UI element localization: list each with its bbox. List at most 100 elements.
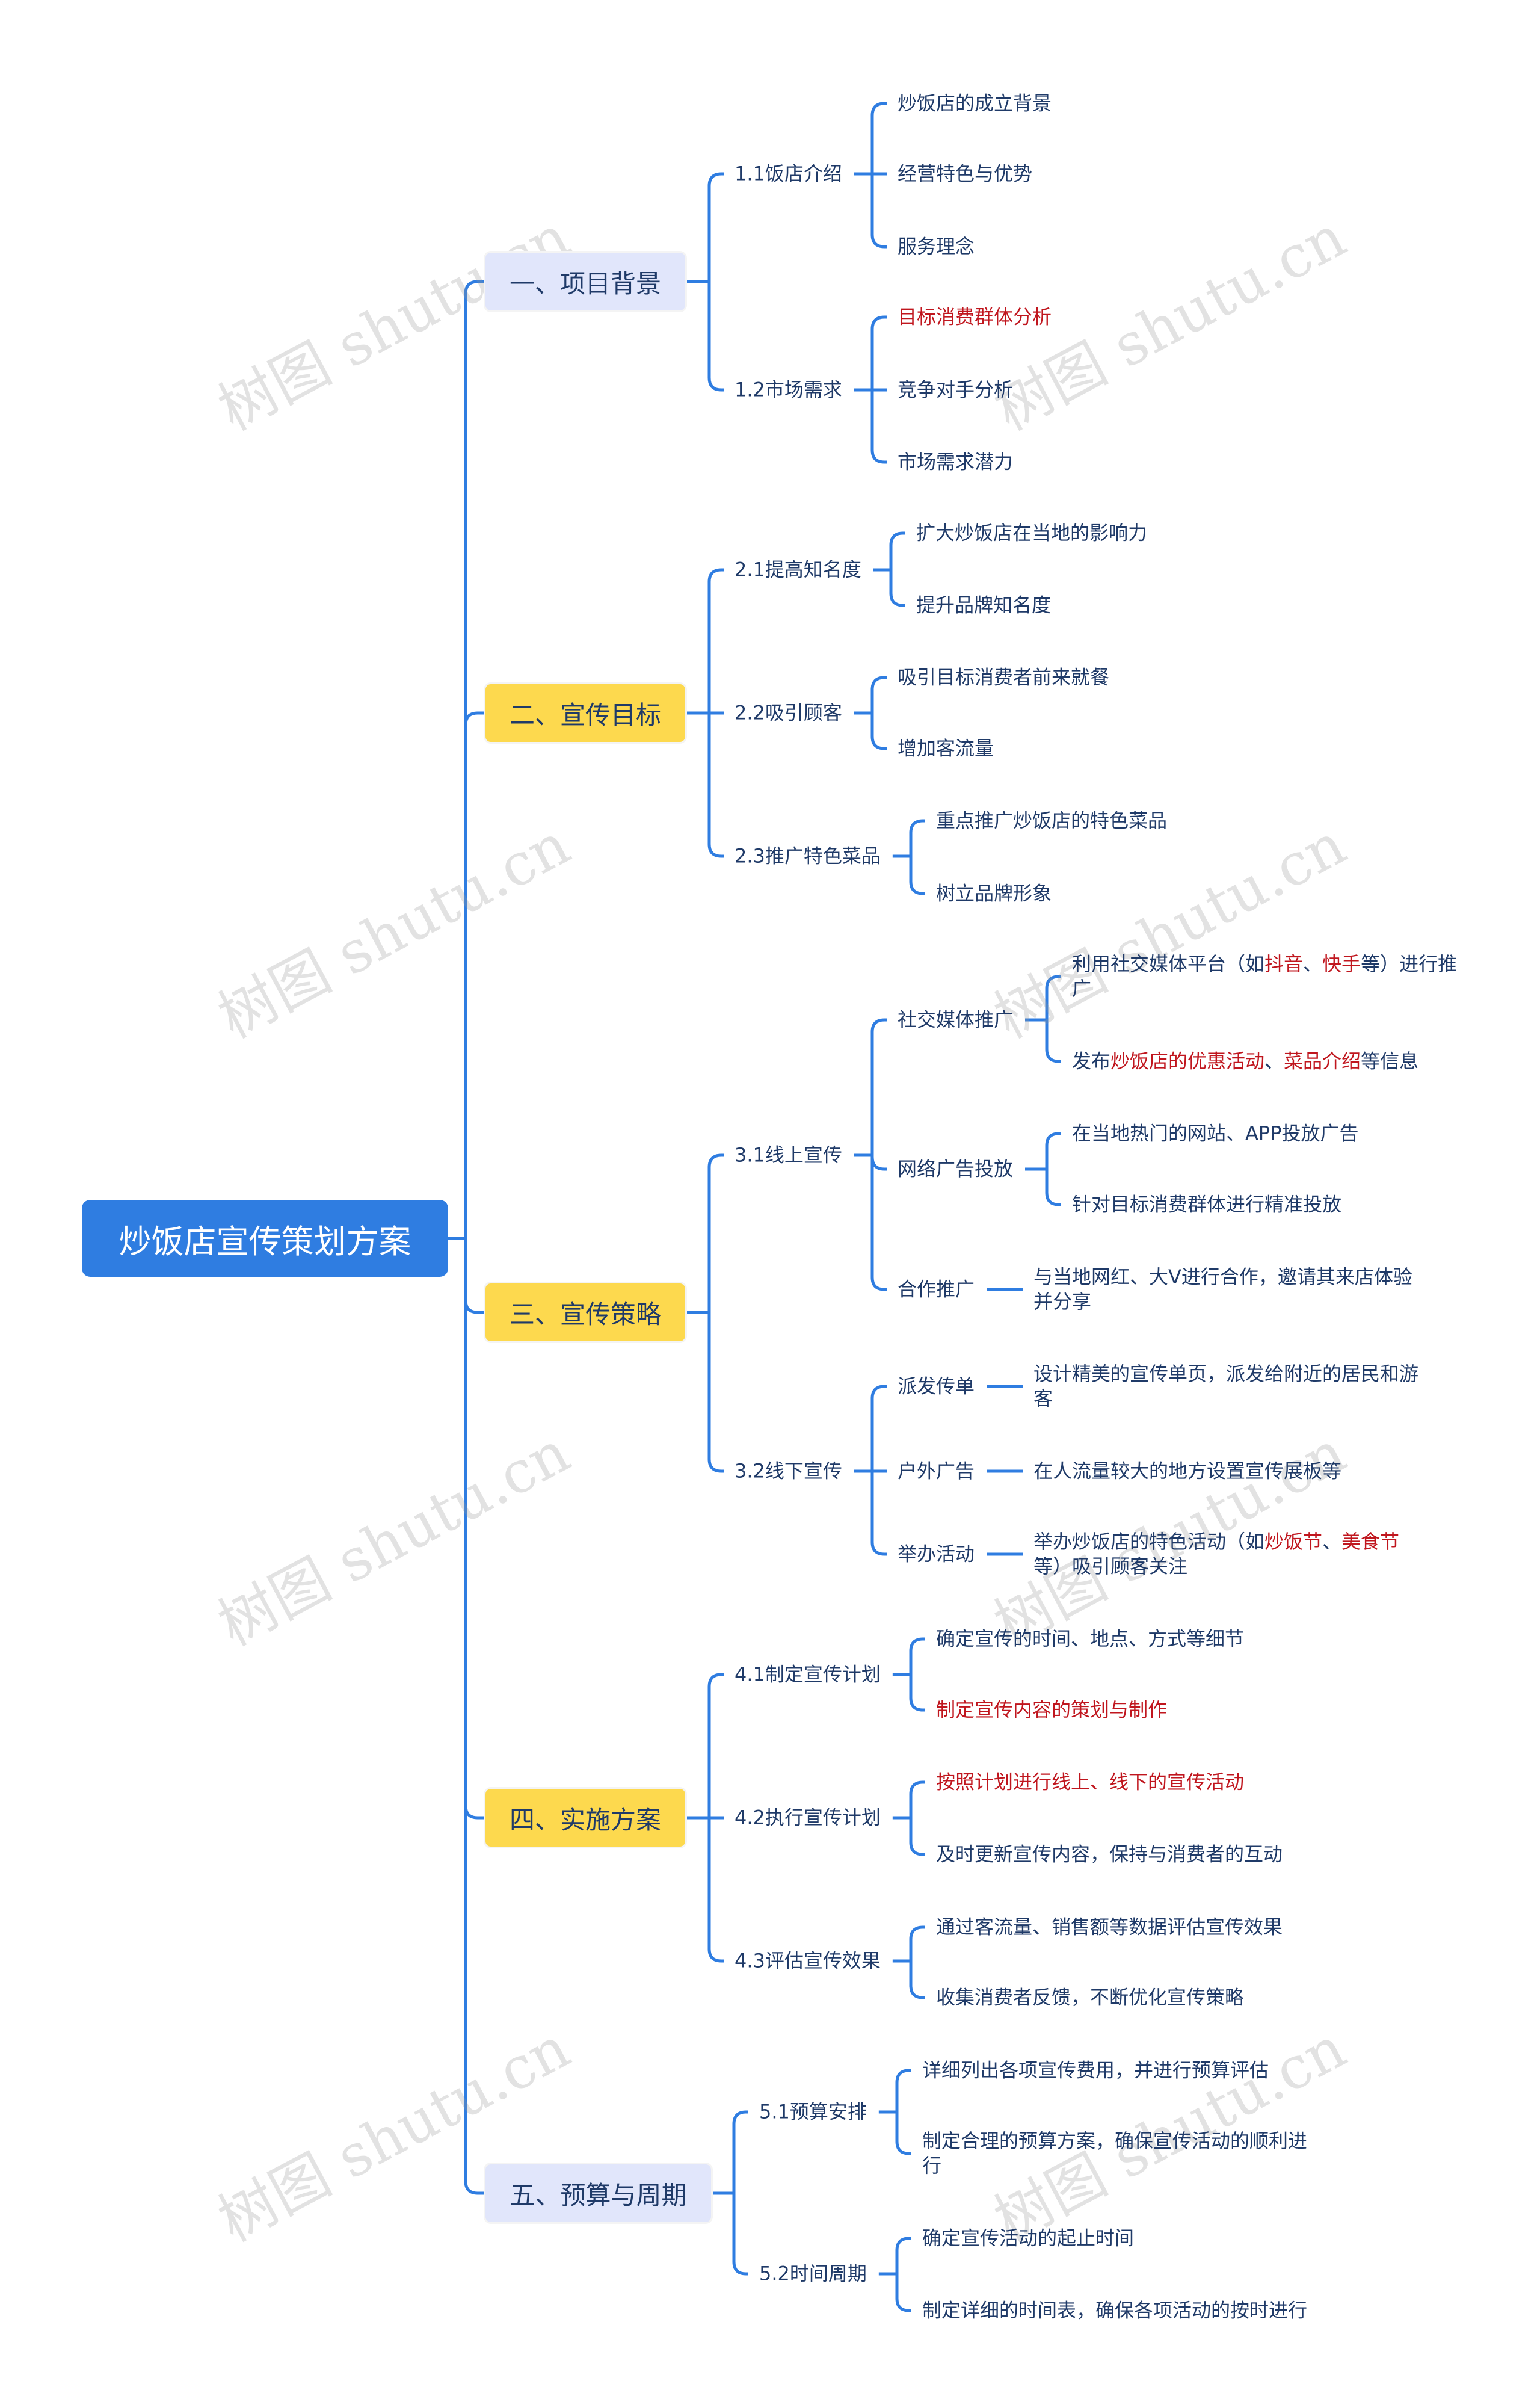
leaf-topic[interactable]: 确定宣传活动的起止时间 — [922, 2226, 1135, 2250]
connector-line — [1025, 1018, 1061, 1063]
connector-line — [448, 1237, 484, 2195]
subtopic-cooperation[interactable]: 合作推广 — [898, 1277, 975, 1301]
leaf-topic[interactable]: 在人流量较大的地方设置宣传展板等 — [1033, 1459, 1342, 1483]
watermark: 树图 shutu.cn — [208, 1418, 581, 1660]
connector-line — [873, 568, 905, 607]
highlight-text: 美食节 — [1341, 1530, 1400, 1553]
connector-line — [854, 102, 887, 176]
subtopic-evaluate[interactable]: 4.3评估宣传效果 — [735, 1949, 881, 1972]
leaf-topic[interactable]: 重点推广炒饭店的特色菜品 — [936, 809, 1168, 832]
leaf-topic[interactable]: 提升品牌知名度 — [916, 593, 1052, 617]
leaf-topic[interactable]: 市场需求潜力 — [898, 450, 1014, 474]
watermark: 树图 shutu.cn — [984, 810, 1357, 1052]
connector-line — [854, 676, 887, 715]
connector-line — [892, 1816, 925, 1856]
leaf-topic[interactable]: 确定宣传的时间、地点、方式等细节 — [936, 1627, 1245, 1650]
subtopic-schedule[interactable]: 5.2时间周期 — [759, 2262, 867, 2285]
subtopic-online[interactable]: 3.1线上宣传 — [735, 1143, 842, 1167]
connector-line — [854, 388, 887, 464]
leaf-topic[interactable]: 举办炒饭店的特色活动（如炒饭节、美食节等）吸引顾客关注 — [1033, 1530, 1424, 1579]
topic-implementation[interactable]: 四、实施方案 — [484, 1787, 687, 1848]
connector-line — [713, 2110, 748, 2195]
connector-line — [1025, 1132, 1061, 1171]
connector-line — [892, 1925, 925, 1963]
connector-line — [713, 2191, 748, 2276]
leaf-topic[interactable]: 竞争对手分析 — [898, 378, 1014, 401]
topic-budget-schedule[interactable]: 五、预算与周期 — [484, 2163, 713, 2224]
leaf-topic[interactable]: 通过客流量、销售额等数据评估宣传效果 — [936, 1915, 1283, 1939]
subtopic-execute-plan[interactable]: 4.2执行宣传计划 — [735, 1806, 881, 1829]
highlight-text: 炒饭节 — [1264, 1530, 1323, 1553]
leaf-topic[interactable]: 炒饭店的成立背景 — [898, 91, 1052, 115]
leaf-topic[interactable]: 制定合理的预算方案，确保宣传活动的顺利进行 — [922, 2129, 1308, 2177]
connector-line — [878, 2110, 911, 2155]
text: 、 — [1322, 1530, 1342, 1553]
topic-promotion-strategy[interactable]: 三、宣传策略 — [484, 1282, 687, 1343]
leaf-topic[interactable]: 服务理念 — [898, 235, 975, 258]
subtopic-market-demand[interactable]: 1.2市场需求 — [735, 378, 842, 401]
subtopic-make-plan[interactable]: 4.1制定宣传计划 — [735, 1663, 881, 1686]
connector-line — [892, 1673, 925, 1712]
subtopic-social-media[interactable]: 社交媒体推广 — [898, 1008, 1014, 1031]
subtopic-offline[interactable]: 3.2线下宣传 — [735, 1459, 842, 1483]
text: 等）进行推广 — [1072, 953, 1458, 1000]
leaf-topic[interactable]: 及时更新宣传内容，保持与消费者的互动 — [936, 1842, 1283, 1866]
connector-line — [687, 1153, 724, 1314]
subtopic-restaurant-intro[interactable]: 1.1饭店介绍 — [735, 162, 842, 185]
topic-project-background[interactable]: 一、项目背景 — [484, 251, 687, 312]
connector-line — [687, 1816, 724, 1963]
connector-line — [892, 1780, 925, 1820]
subtopic-signature-dishes[interactable]: 2.3推广特色菜品 — [735, 844, 881, 868]
text: 利用社交媒体平台（如 — [1072, 953, 1265, 975]
connector-line — [892, 854, 925, 895]
subtopic-awareness[interactable]: 2.1提高知名度 — [735, 558, 861, 581]
connector-line — [687, 1311, 724, 1473]
leaf-topic[interactable]: 收集消费者反馈，不断优化宣传策略 — [936, 1986, 1245, 2009]
subtopic-online-ads[interactable]: 网络广告投放 — [898, 1157, 1014, 1181]
connector-line — [854, 1469, 887, 1556]
leaf-topic[interactable]: 吸引目标消费者前来就餐 — [898, 665, 1110, 689]
leaf-topic[interactable]: 详细列出各项宣传费用，并进行预算评估 — [922, 2058, 1269, 2082]
connector-line — [892, 1637, 925, 1676]
text: 发布 — [1072, 1049, 1111, 1073]
connector-line — [687, 711, 724, 858]
leaf-topic[interactable]: 发布炒饭店的优惠活动、菜品介绍等信息 — [1072, 1049, 1418, 1074]
leaf-topic[interactable]: 制定详细的时间表，确保各项活动的按时进行 — [922, 2299, 1308, 2322]
connector-line — [854, 315, 887, 392]
text: 等信息 — [1361, 1049, 1419, 1073]
connector-line — [878, 2237, 911, 2276]
connector-line — [854, 711, 887, 750]
connector-line — [854, 1385, 887, 1473]
subtopic-flyers[interactable]: 派发传单 — [898, 1374, 975, 1398]
connector-line — [448, 280, 484, 1240]
connector-line — [854, 1018, 887, 1157]
root-topic[interactable]: 炒饭店宣传策划方案 — [82, 1200, 448, 1277]
connector-line — [892, 819, 925, 858]
leaf-topic[interactable]: 利用社交媒体平台（如抖音、快手等）进行推广 — [1072, 952, 1463, 1001]
topic-promotion-goals[interactable]: 二、宣传目标 — [484, 682, 687, 744]
subtopic-events[interactable]: 举办活动 — [898, 1542, 975, 1566]
text: 举办炒饭店的特色活动（如 — [1033, 1530, 1265, 1553]
connector-line — [854, 1153, 887, 1291]
leaf-topic[interactable]: 经营特色与优势 — [898, 162, 1033, 185]
leaf-topic[interactable]: 制定宣传内容的策划与制作 — [936, 1698, 1168, 1721]
subtopic-outdoor-ads[interactable]: 户外广告 — [898, 1459, 975, 1483]
leaf-topic[interactable]: 针对目标消费群体进行精准投放 — [1072, 1193, 1342, 1216]
subtopic-budget[interactable]: 5.1预算安排 — [759, 2100, 867, 2123]
leaf-topic[interactable]: 按照计划进行线上、线下的宣传活动 — [936, 1770, 1245, 1794]
leaf-topic[interactable]: 设计精美的宣传单页，派发给附近的居民和游客 — [1033, 1362, 1419, 1410]
leaf-topic[interactable]: 在当地热门的网站、APP投放广告 — [1072, 1122, 1359, 1145]
leaf-topic[interactable]: 增加客流量 — [898, 736, 994, 760]
connector-line — [448, 1237, 484, 1820]
connector-line — [878, 2272, 911, 2312]
connector-line — [1025, 1167, 1061, 1206]
leaf-topic[interactable]: 扩大炒饭店在当地的影响力 — [916, 521, 1148, 545]
connector-line — [687, 280, 724, 392]
text: 等）吸引顾客关注 — [1033, 1555, 1188, 1578]
watermark: 树图 shutu.cn — [208, 202, 581, 444]
connector-line — [854, 1153, 887, 1171]
leaf-topic[interactable]: 树立品牌形象 — [936, 882, 1052, 905]
leaf-topic[interactable]: 目标消费群体分析 — [898, 305, 1052, 329]
subtopic-attract-customers[interactable]: 2.2吸引顾客 — [735, 701, 842, 724]
leaf-topic[interactable]: 与当地网红、大V进行合作，邀请其来店体验并分享 — [1033, 1265, 1412, 1313]
